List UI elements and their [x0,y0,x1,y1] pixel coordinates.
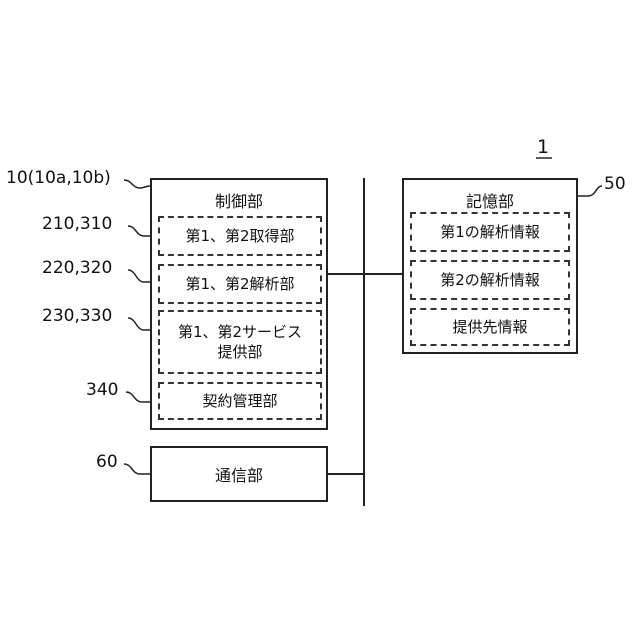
acquisition-ref: 210,310 [42,214,112,234]
first-analysis-info-label: 第1の解析情報 [440,222,540,242]
service-label-line2: 提供部 [217,342,262,362]
analysis-ref: 220,320 [42,258,112,278]
service-ref: 230,330 [42,306,112,326]
storage-unit-ref: 50 [604,174,626,194]
analysis-label: 第1、第2解析部 [185,274,294,294]
control-unit-ref: 10(10a,10b) [6,168,111,188]
first-analysis-info-block: 第1の解析情報 [410,212,570,252]
contract-block: 契約管理部 [158,382,322,420]
acquisition-block: 第1、第2取得部 [158,216,322,256]
communication-unit-box: 通信部 [150,446,328,502]
contract-ref: 340 [86,380,118,400]
acquisition-label: 第1、第2取得部 [185,226,294,246]
leader-60 [124,464,150,474]
contract-label: 契約管理部 [202,391,277,411]
second-analysis-info-block: 第2の解析情報 [410,260,570,300]
second-analysis-info-label: 第2の解析情報 [440,270,540,290]
communication-unit-label: 通信部 [215,462,263,486]
provider-info-label: 提供先情報 [452,317,527,337]
service-block: 第1、第2サービス 提供部 [158,310,322,374]
leader-50 [578,186,602,196]
figure-number: 1 [537,136,549,158]
provider-info-block: 提供先情報 [410,308,570,346]
communication-unit-ref: 60 [96,452,118,472]
leader-10 [124,180,150,188]
service-label-line1: 第1、第2サービス [178,322,302,342]
control-unit-title: 制御部 [152,188,326,212]
storage-unit-title: 記憶部 [404,188,576,212]
analysis-block: 第1、第2解析部 [158,264,322,304]
